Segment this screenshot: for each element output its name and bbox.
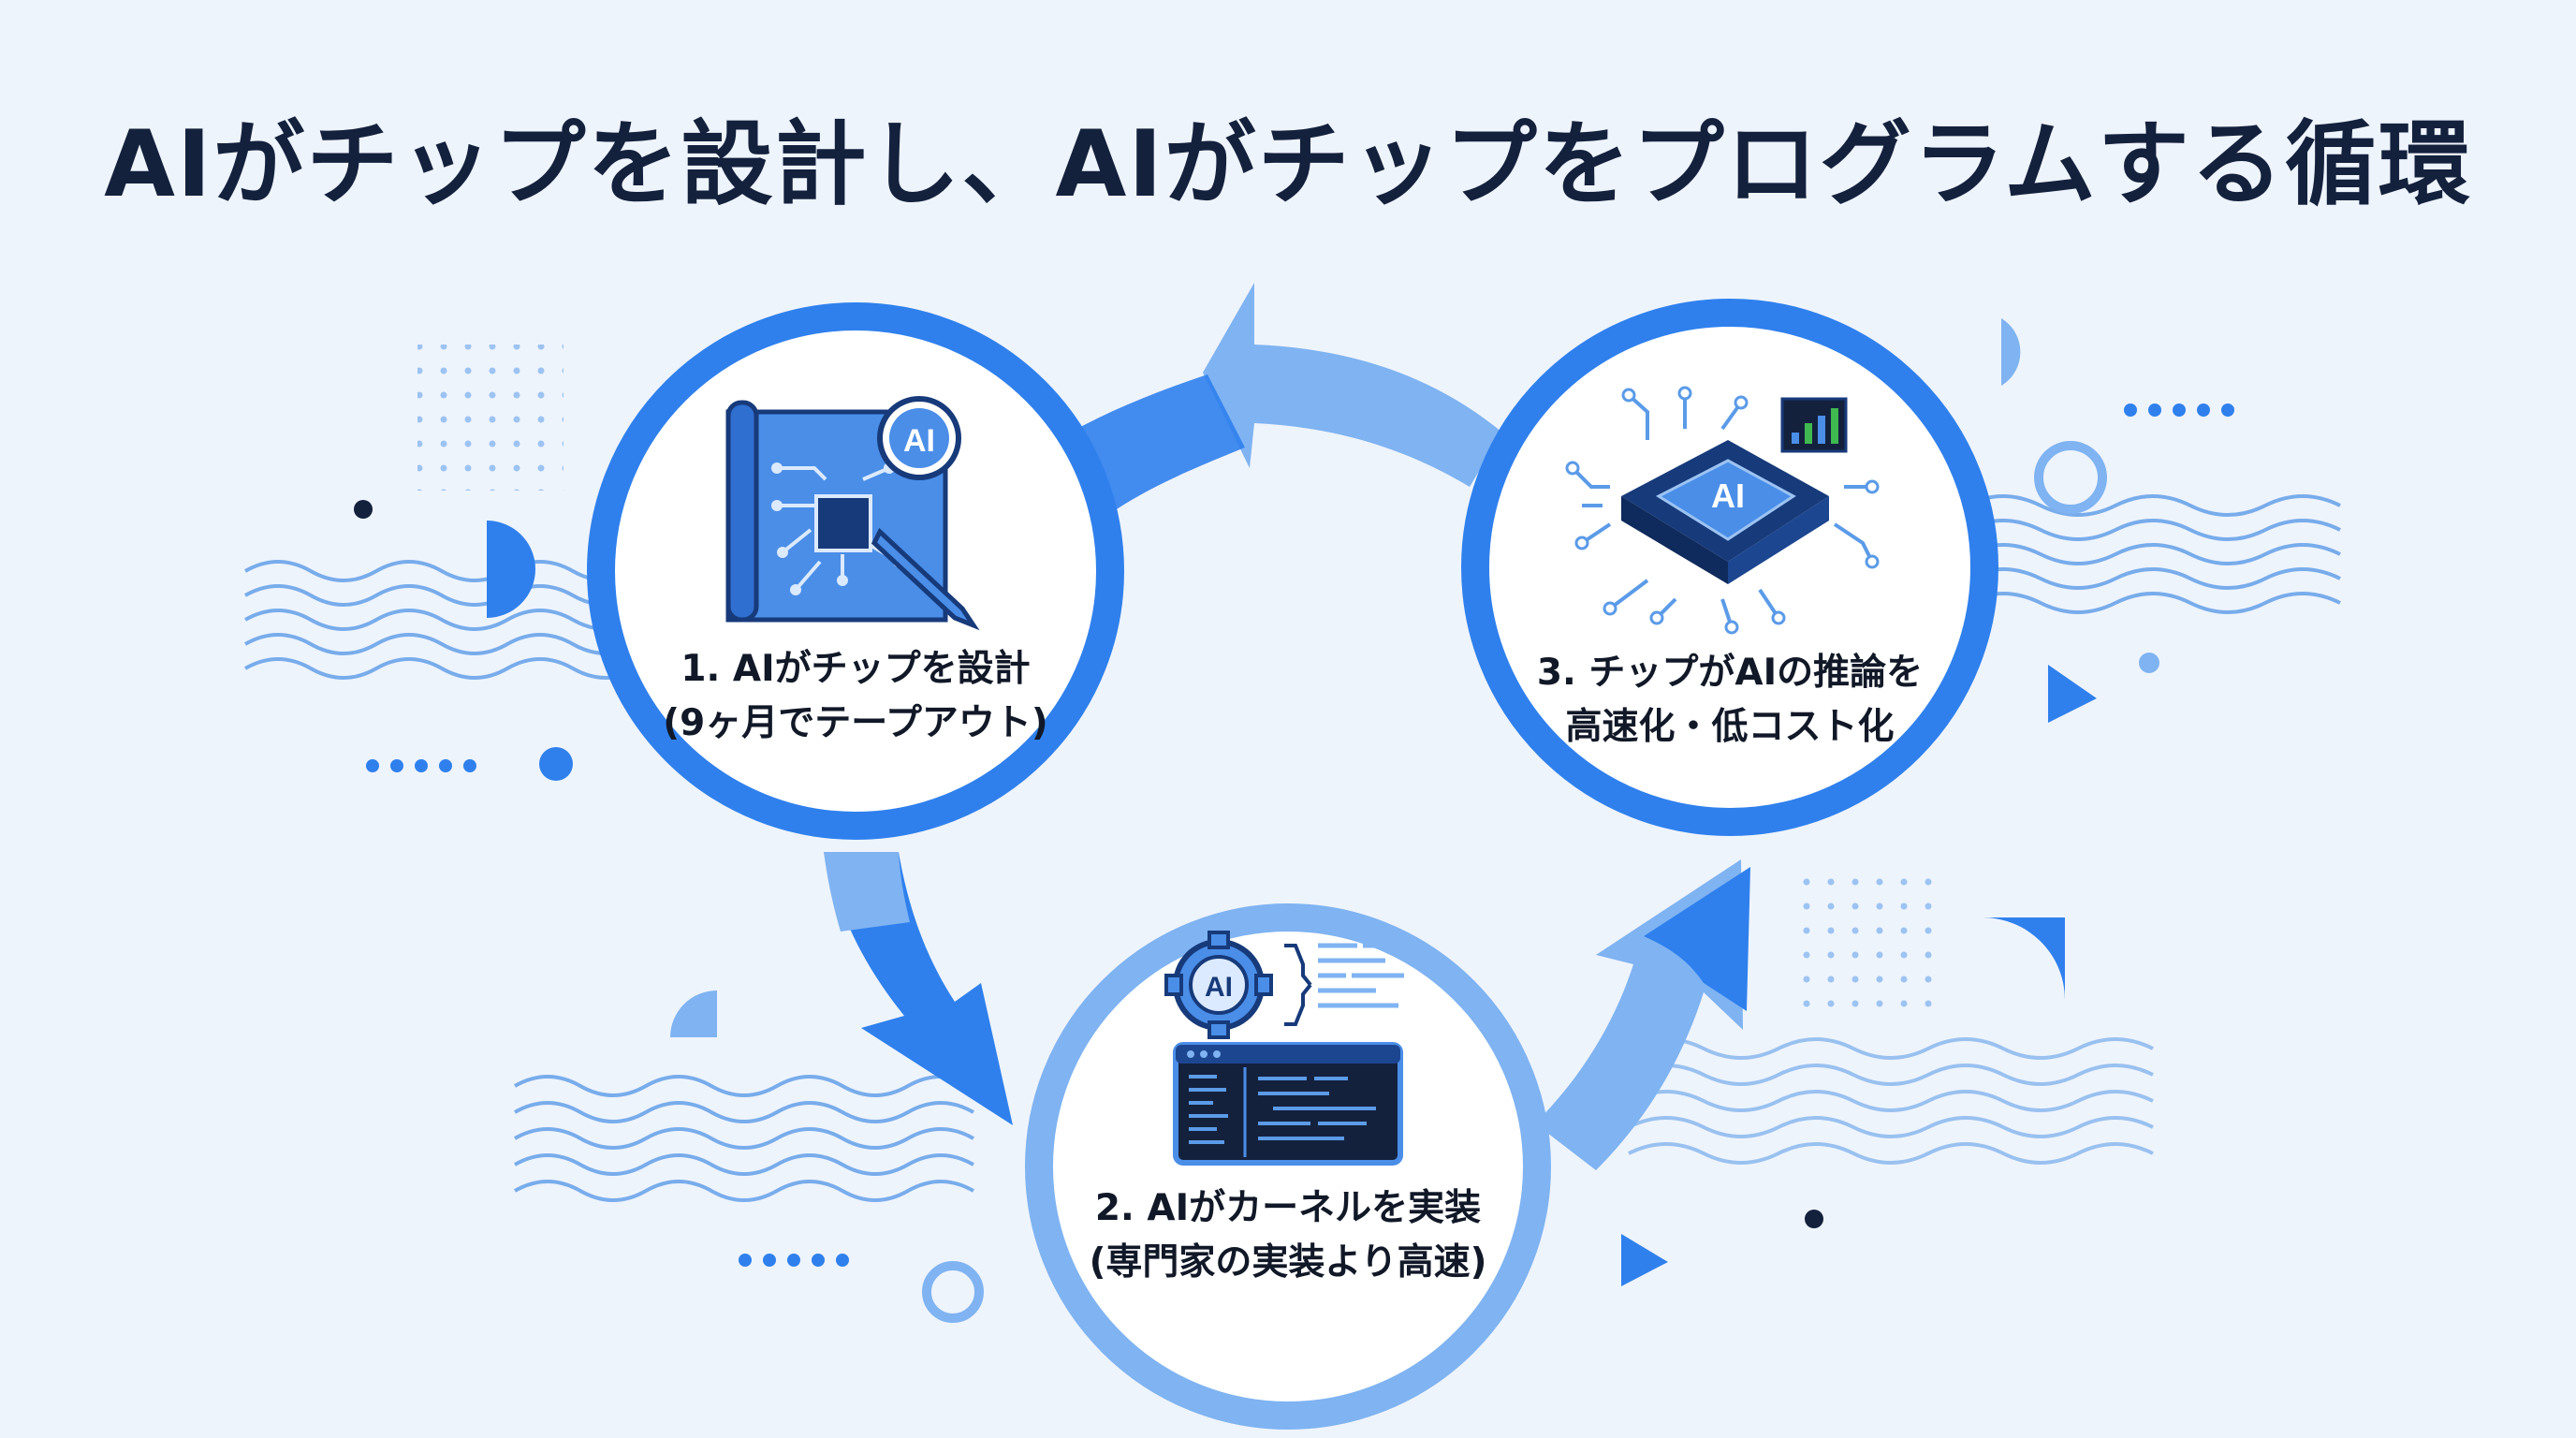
triangle-decoration	[1621, 1234, 1668, 1286]
dot-grid-decoration	[417, 345, 564, 491]
page-title: AIがチップを設計し、AIがチップをプログラムする循環	[104, 111, 2472, 218]
triangle-decoration	[2048, 665, 2097, 723]
quarter-circle-decoration	[670, 990, 717, 1037]
dots-row-decoration	[366, 404, 2234, 1267]
cycle-arrow-top	[1203, 283, 1502, 487]
wave-decoration-left	[244, 560, 639, 680]
step1-label: 1. AIがチップを設計 (9ヶ月でテープアウト)	[622, 642, 1090, 751]
step2-circle	[1025, 903, 1551, 1430]
wave-decoration-bottom-left	[514, 1075, 974, 1202]
step1-title: 1. AIがチップを設計	[681, 648, 1031, 690]
blueprint-chip-design-icon: AI	[725, 396, 980, 631]
half-circle-decoration	[2001, 318, 2021, 386]
dot-decoration	[2139, 653, 2159, 673]
half-circle-decoration	[487, 521, 535, 618]
ai-processor-chip-icon: AI	[1565, 386, 1880, 635]
wave-decoration-bottom-right	[1628, 1037, 2154, 1165]
quarter-circle-decoration	[1983, 917, 2065, 1000]
step3-subtitle: 高速化・低コスト化	[1565, 706, 1895, 748]
dot-decoration	[354, 500, 373, 519]
step1-badge-text: AI	[903, 423, 935, 459]
cycle-arrow-left-light	[824, 852, 910, 932]
step1-subtitle: (9ヶ月でテープアウト)	[663, 702, 1048, 744]
step3-label: 3. チップがAIの推論を 高速化・低コスト化	[1496, 646, 1964, 755]
ring-decoration	[922, 1261, 984, 1323]
code-terminal-icon: AI	[1164, 931, 1404, 1166]
step3-badge-text: AI	[1711, 477, 1745, 515]
dot-decoration	[1805, 1210, 1823, 1228]
step2-subtitle: (専門家の実装より高速)	[1089, 1241, 1487, 1284]
wave-decoration-right	[1965, 494, 2341, 614]
step2-badge-text: AI	[1205, 972, 1233, 1003]
step2-label: 2. AIがカーネルを実装 (専門家の実装より高速)	[1054, 1181, 1522, 1290]
step2-title: 2. AIがカーネルを実装	[1094, 1187, 1482, 1229]
ring-decoration	[2034, 441, 2107, 514]
cycle-arrow-right-dark	[1644, 867, 1750, 1011]
dot-decoration	[539, 747, 573, 781]
step3-title: 3. チップがAIの推論を	[1536, 652, 1924, 694]
dot-grid-decoration	[1803, 878, 1949, 1024]
